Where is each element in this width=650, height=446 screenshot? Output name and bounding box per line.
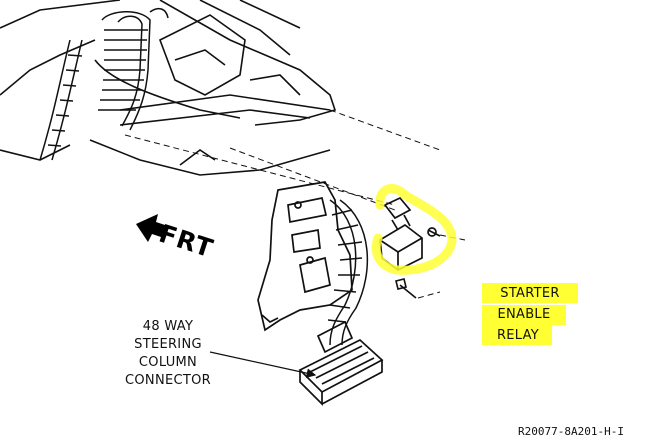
- front-arrow-icon: [136, 214, 168, 242]
- relay-label-line-3: RELAY: [496, 328, 540, 343]
- wire-harness: [39, 7, 169, 161]
- mounting-bolt: [395, 278, 417, 299]
- connector-label-line-2: STEERING: [134, 337, 202, 352]
- connector-leader: [209, 351, 317, 378]
- steering-column-connector: [298, 320, 384, 407]
- connector-label-line-3: COLUMN: [138, 355, 198, 370]
- figure-code: R20077-8A201-H-I: [518, 425, 624, 438]
- relay-highlight: [371, 184, 457, 275]
- dash-panel: [0, 0, 337, 176]
- relay-label-line-2: ENABLE: [497, 307, 551, 322]
- connector-label-line-4: CONNECTOR: [125, 373, 211, 388]
- relay-label-line-1: STARTER: [500, 286, 560, 301]
- connector-label-line-1: 48 WAY: [142, 319, 194, 334]
- mounting-bracket: [257, 181, 353, 332]
- connector-cable: [327, 199, 369, 346]
- connector-label: 48 WAY STEERING COLUMN CONNECTOR: [118, 318, 218, 390]
- relay-label: STARTER ENABLE RELAY: [482, 283, 578, 346]
- label-highlight: [482, 283, 578, 345]
